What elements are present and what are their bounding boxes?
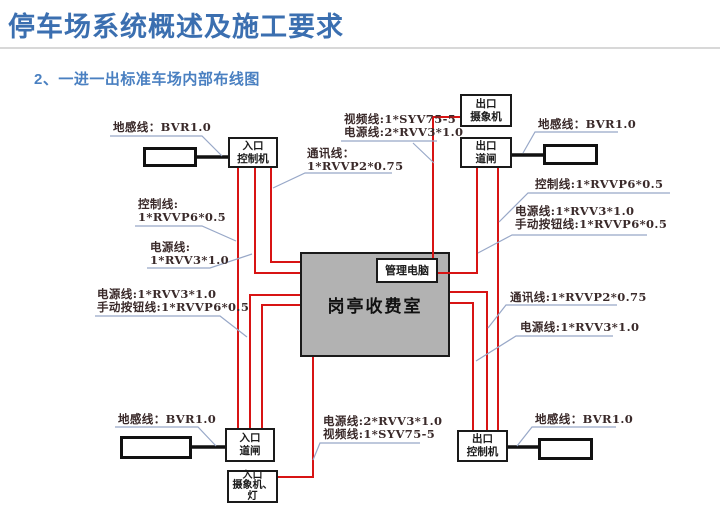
ground-loop-top-left: [143, 147, 197, 167]
page-title: 停车场系统概述及施工要求: [8, 12, 344, 42]
booth-toll-room-box: 岗亭收费室: [300, 252, 450, 357]
title-divider: [0, 47, 720, 49]
entrance-camera-light-box: 入口 摄象机、 灯: [227, 470, 278, 503]
wire-label-power-button-left: 电源线:1*RVV3*1.0 手动按钮线:1*RVVP6*0.5: [97, 287, 250, 314]
entrance-barrier-box: 入口 道闸: [225, 428, 275, 462]
exit-control-machine-box: 出口 控制机: [457, 430, 508, 462]
wire-label-ground-bottom-left: 地感线：BVR1.0: [118, 412, 217, 426]
ground-loop-top-right: [543, 144, 598, 165]
ground-loop-bottom-left: [120, 436, 192, 459]
entrance-control-machine-box: 入口 控制机: [228, 137, 278, 168]
wire-label-power-video-bottom: 电源线:2*RVV3*1.0 视频线:1*SYV75-5: [323, 414, 443, 441]
ground-loop-bottom-right: [538, 438, 593, 460]
wire-label-power-button-right: 电源线:1*RVV3*1.0 手动按钮线:1*RVVP6*0.5: [515, 204, 668, 231]
wire-label-power-right: 电源线:1*RVV3*1.0: [520, 320, 640, 334]
wire-label-ground-bottom-right: 地感线：BVR1.0: [535, 412, 634, 426]
exit-barrier-box: 出口 道闸: [460, 137, 512, 168]
wire-label-video-power-top-right: 视频线:1*SYV75-5 电源线:2*RVV3*1.0: [344, 112, 464, 139]
exit-camera-box: 出口 摄象机: [460, 94, 512, 127]
wire-label-comm-right: 通讯线:1*RVVP2*0.75: [510, 290, 647, 304]
wire-label-power-left: 电源线: 1*RVV3*1.0: [150, 240, 230, 267]
wire-label-comm-top: 通讯线： 1*RVVP2*0.75: [307, 146, 404, 173]
section-subtitle: 2、一进一出标准车场内部布线图: [34, 71, 260, 88]
wire-label-control-right: 控制线:1*RVVP6*0.5: [535, 177, 664, 191]
wire-label-ground-top-left: 地感线：BVR1.0: [113, 120, 212, 134]
wire-label-ground-top-right: 地感线：BVR1.0: [538, 117, 637, 131]
management-computer-box: 管理电脑: [376, 258, 438, 283]
wire-label-control-left: 控制线: 1*RVVP6*0.5: [138, 197, 227, 224]
